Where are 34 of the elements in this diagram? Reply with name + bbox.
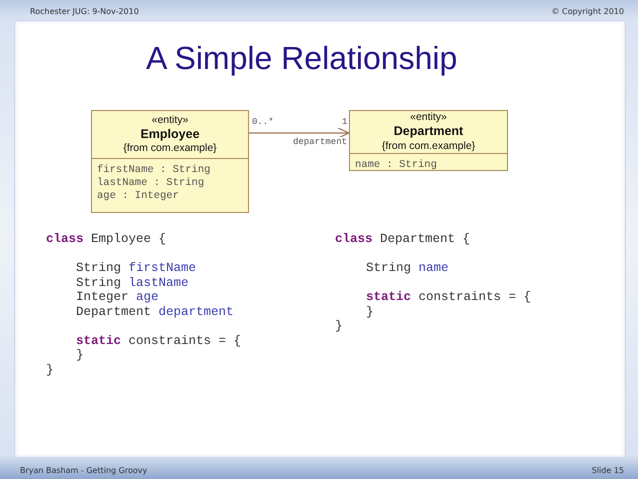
code-line: } [335,319,343,333]
class-name: Employee [140,126,200,142]
multiplicity-label: 0..* [252,117,274,127]
code-line: String lastName [76,276,189,290]
class-name: Department [394,124,464,140]
code-line: String name [366,261,449,275]
code-line: } [366,305,374,319]
entity-class-box [349,110,508,171]
code-line: class Employee { [46,232,166,246]
stereotype-label: «entity» [152,114,188,127]
code-line: static constraints = { [76,334,242,348]
footer-text: Bryan Basham - Getting Groovy [20,466,148,475]
footer-text: Slide 15 [592,466,624,475]
multiplicity-label: 1 [342,117,348,127]
code-line: Department department [76,305,234,319]
header-text: Rochester JUG: 9-Nov-2010 [30,7,139,16]
code-line: static constraints = { [366,290,532,304]
package-label: {from com.example} [123,142,217,156]
association-arrow [249,127,350,139]
code-line: class Department { [335,232,470,246]
attribute-text: firstName : String [96,164,212,177]
attribute-text: lastName : String [96,177,206,190]
package-label: {from com.example} [382,140,476,153]
entity-class-box [91,110,249,213]
attribute-text: name : String [354,158,438,172]
role-label: department [292,137,347,147]
attribute-text: age : Integer [96,190,180,203]
slide-title: A Simple Relationship [146,40,458,77]
code-line: Integer age [76,290,159,304]
code-line: } [76,348,84,362]
stereotype-label: «entity» [410,111,447,124]
code-line: } [46,363,54,377]
header-text: © Copyright 2010 [551,7,624,16]
code-line: String firstName [76,261,196,275]
